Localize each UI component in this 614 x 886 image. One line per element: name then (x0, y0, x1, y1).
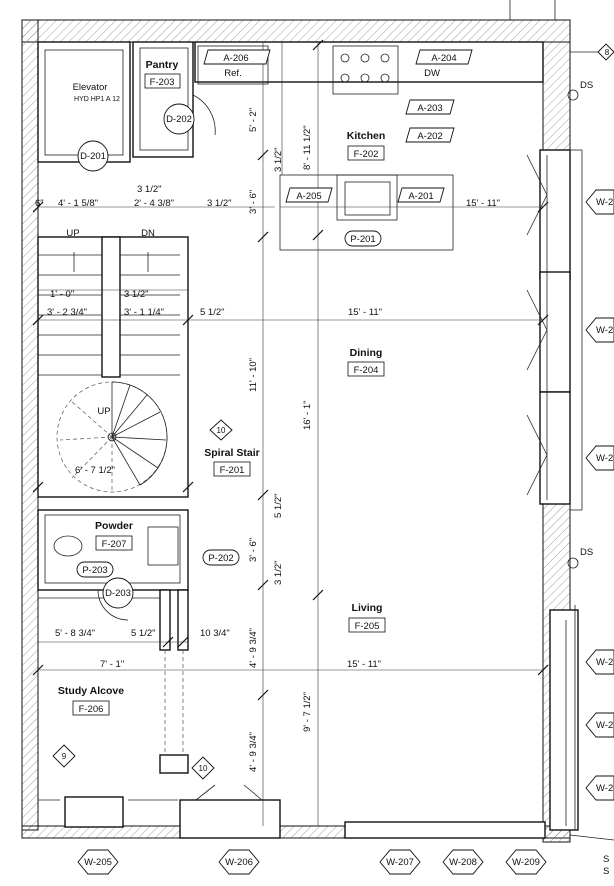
dim-text-d19: 6' - 7 1/2" (75, 465, 115, 476)
dim-text-d18: 16' - 1" (302, 401, 313, 430)
dim-text-d14: 3' - 1 1/4" (124, 307, 164, 318)
corner-text-1: S (603, 854, 609, 865)
dim-text-d29: 9' - 7 1/2" (302, 692, 313, 732)
room-code-living: F-205 (355, 621, 380, 632)
appliance-tag-a204: A-204 (431, 53, 456, 64)
dim-text-d22: 3 1/2" (273, 560, 284, 585)
dim-text-d30: 4' - 9 3/4" (248, 732, 259, 772)
window-tag-w205: W-205 (84, 857, 112, 868)
dim-text-d21: 3' - 6" (248, 538, 259, 562)
room-name-pantry: Pantry (146, 59, 179, 71)
dim-text-d10: 15' - 11" (466, 198, 500, 209)
appliance-tag-a206: A-206 (223, 53, 248, 64)
room-name-kitchen: Kitchen (347, 130, 386, 142)
exterior-wall-top (21, 19, 571, 43)
dim-text-d17: 11' - 10" (248, 358, 259, 392)
dim-text-d7: 8' - 11 1/2" (302, 125, 313, 170)
section-marker-10-b: 10 (199, 764, 208, 773)
appliance-label-ref: Ref. (224, 68, 241, 79)
dim-text-d20: 5 1/2" (273, 493, 284, 518)
window-tag-w208: W-208 (449, 857, 477, 868)
dim-text-d12: 3 1/2" (124, 289, 149, 300)
stair-label-dn: DN (141, 228, 155, 239)
window-tag-right-2: W-2 (596, 325, 613, 336)
window-tag-right-5: W-2 (596, 720, 613, 731)
spiral-stair-label-up: UP (97, 406, 110, 417)
dim-text-d25: 10 3/4" (200, 628, 230, 639)
door-tag-d203: D-203 (105, 588, 131, 599)
elevator-model: HYD HP1 A 12 (74, 96, 120, 103)
door-tag-d201: D-201 (80, 151, 106, 162)
room-name-spiral-stair: Spiral Stair (204, 447, 259, 459)
exterior-wall-left (21, 19, 39, 831)
dim-text-d27: 7' - 1" (100, 659, 124, 670)
appliance-tag-a203: A-203 (417, 103, 442, 114)
appliance-tag-a202: A-202 (417, 131, 442, 142)
appliance-label-dw: DW (424, 68, 440, 79)
room-code-kitchen: F-202 (354, 149, 379, 160)
kitchen-counter (194, 41, 544, 83)
room-name-living: Living (352, 602, 383, 614)
ds-label-top: DS (580, 80, 593, 91)
dim-text-d15: 5 1/2" (200, 307, 225, 318)
room-code-powder: F-207 (102, 539, 127, 550)
room-code-dining: F-204 (354, 365, 379, 376)
room-name-elevator: Elevator (73, 82, 108, 93)
stair-label-up: UP (66, 228, 79, 239)
ds-label-bottom: DS (580, 547, 593, 558)
dim-text-d6: 5' - 2" (248, 108, 259, 132)
dim-text-d24: 5 1/2" (131, 628, 156, 639)
dim-text-d1: 6" (35, 198, 44, 209)
appliance-tag-a201: A-201 (408, 191, 433, 202)
section-marker-10-a: 10 (217, 426, 226, 435)
dim-text-d13: 3' - 2 3/4" (47, 307, 87, 318)
dim-text-d16: 15' - 11" (348, 307, 382, 318)
room-name-dining: Dining (350, 347, 383, 359)
dim-text-d4: 2' - 4 3/8" (134, 198, 174, 209)
section-marker-8: 8 (605, 48, 610, 57)
elevator-shaft (37, 41, 131, 163)
window-tag-w206: W-206 (225, 857, 253, 868)
room-code-study: F-206 (79, 704, 104, 715)
window-tag-right-3: W-2 (596, 453, 613, 464)
dim-text-d9: 3' - 6" (248, 190, 259, 214)
room-code-spiral-stair: F-201 (220, 465, 245, 476)
corner-text-2: S (603, 866, 609, 877)
dim-text-d23: 5' - 8 3/4" (55, 628, 95, 639)
window-tag-w209: W-209 (512, 857, 540, 868)
dim-text-d8: 3 1/2" (273, 147, 284, 172)
room-code-pantry: F-203 (150, 77, 175, 88)
dim-text-d2: 4' - 1 5/8" (58, 198, 98, 209)
dim-text-d5: 3 1/2" (207, 198, 232, 209)
dim-text-d28: 15' - 11" (347, 659, 381, 670)
dim-text-d11: 1' - 0" (50, 289, 74, 300)
plumbing-tag-p201: P-201 (350, 234, 375, 245)
dim-text-d3: 3 1/2" (137, 184, 162, 195)
door-tag-d202: D-202 (166, 114, 192, 125)
room-name-study: Study Alcove (58, 685, 124, 697)
window-tag-right-1: W-2 (596, 197, 613, 208)
plumbing-tag-p203: P-203 (82, 565, 107, 576)
plumbing-tag-p202: P-202 (208, 553, 233, 564)
window-tag-right-6: W-2 (596, 783, 613, 794)
pantry-walls (132, 41, 194, 158)
appliance-tag-a205: A-205 (296, 191, 321, 202)
window-tag-right-4: W-2 (596, 657, 613, 668)
room-name-powder: Powder (95, 520, 133, 532)
window-tag-w207: W-207 (386, 857, 414, 868)
dim-text-d26: 4' - 9 3/4" (248, 628, 259, 668)
section-marker-9: 9 (62, 752, 67, 761)
